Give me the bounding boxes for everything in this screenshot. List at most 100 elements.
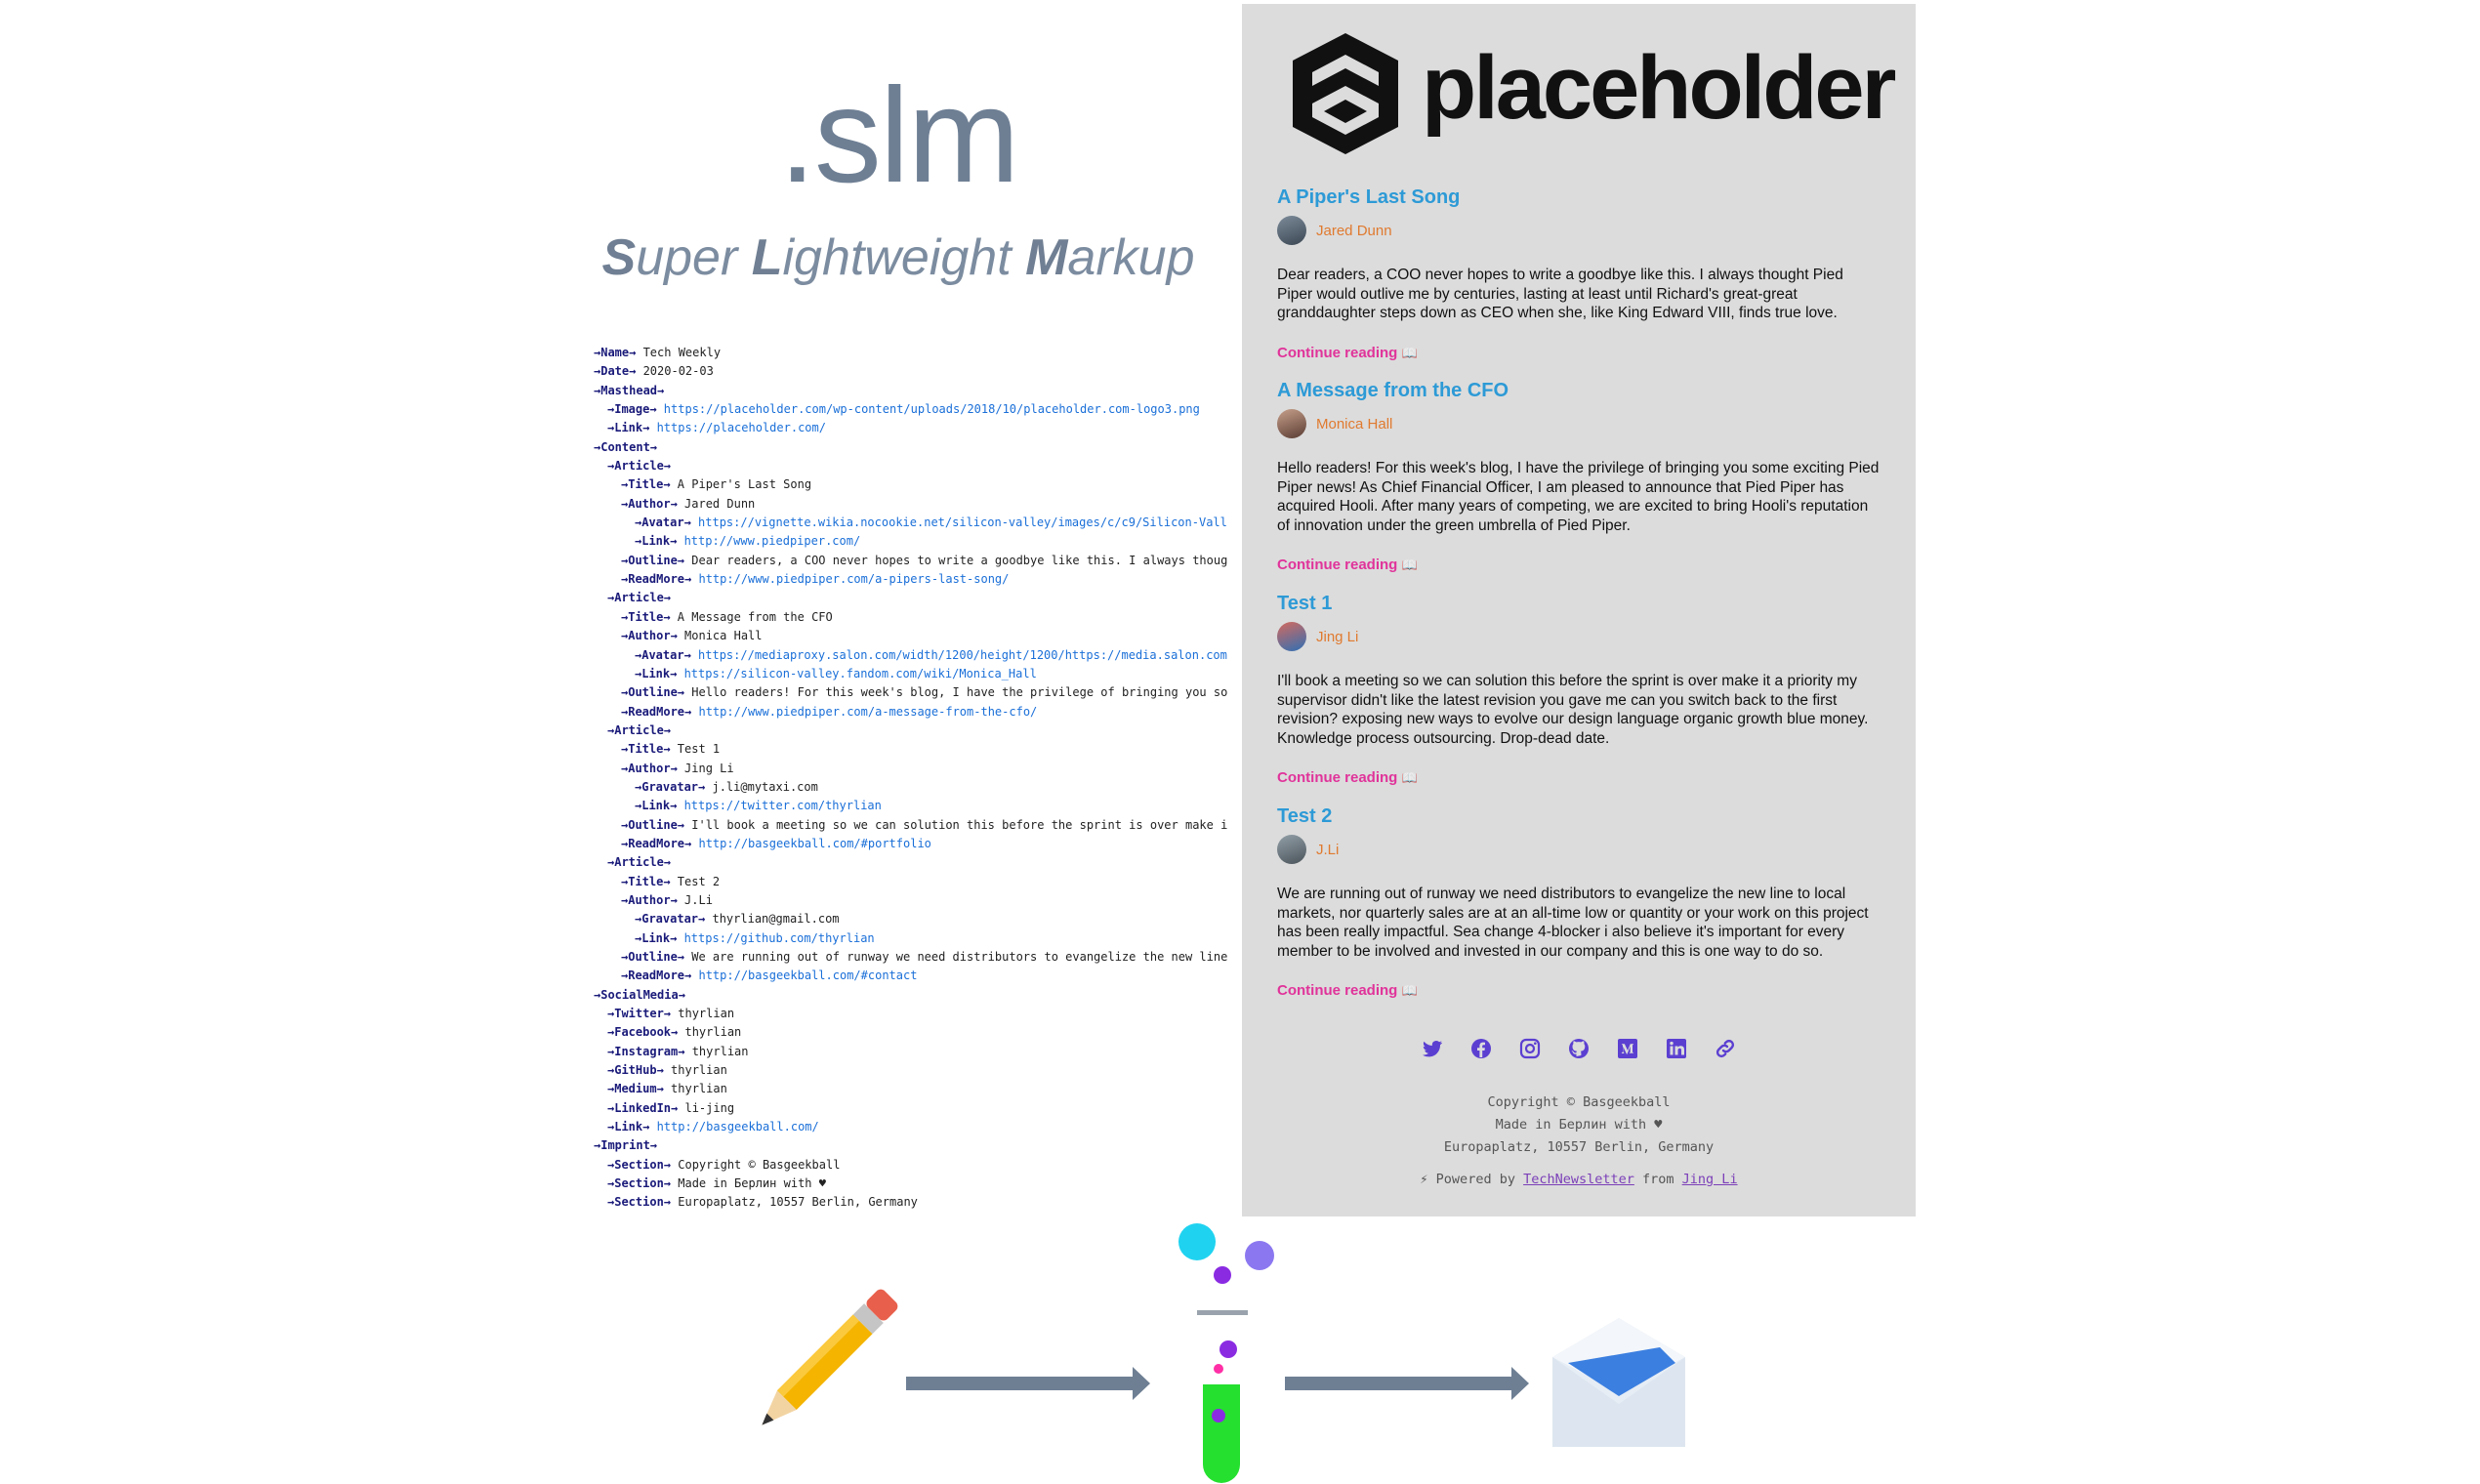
markup-source: →Name→ Tech Weekly→Date→ 2020-02-03 →Mast… bbox=[594, 344, 1227, 1222]
markup-url[interactable]: https://vignette.wikia.nocookie.net/sili… bbox=[698, 515, 1227, 530]
markup-value: 2020-02-03 bbox=[642, 364, 714, 379]
markup-tag: →ReadMore→ bbox=[621, 969, 699, 983]
author-link[interactable]: Jing Li bbox=[1681, 1172, 1738, 1187]
markup-line: →Link→ https://silicon-valley.fandom.com… bbox=[594, 665, 1209, 683]
technewsletter-link[interactable]: TechNewsletter bbox=[1523, 1172, 1634, 1187]
markup-tag: →Outline→ bbox=[621, 553, 692, 567]
markup-value: thyrlian bbox=[678, 1007, 735, 1021]
markup-tag: →Section→ bbox=[607, 1157, 679, 1172]
markup-line: →Link→ https://placeholder.com/ bbox=[594, 419, 1209, 437]
imprint-line: Copyright © Basgeekball bbox=[1487, 1094, 1671, 1110]
markup-value: Test 2 bbox=[677, 874, 721, 888]
markup-line: →Image→ https://placeholder.com/wp-conte… bbox=[594, 400, 1209, 419]
pencil-icon bbox=[762, 1289, 898, 1425]
markup-tag: →Author→ bbox=[621, 629, 685, 643]
markup-value: Test 1 bbox=[677, 742, 721, 757]
markup-line: →Avatar→ https://mediaproxy.salon.com/wi… bbox=[594, 646, 1227, 665]
markup-value: I'll book a meeting so we can solution t… bbox=[691, 817, 1228, 832]
avatar bbox=[1277, 622, 1306, 651]
markup-line: →GitHub→ thyrlian bbox=[594, 1061, 1209, 1080]
article-outline: I'll book a meeting so we can solution t… bbox=[1277, 673, 1869, 747]
medium-icon[interactable] bbox=[1616, 1037, 1639, 1060]
author-row: Jared Dunn bbox=[1277, 215, 1882, 246]
twitter-icon[interactable] bbox=[1421, 1037, 1444, 1060]
linkedin-icon[interactable] bbox=[1665, 1037, 1688, 1060]
pipeline-diagram bbox=[762, 1223, 1685, 1483]
powered-by: ⚡ Powered by TechNewsletter from Jing Li bbox=[1420, 1172, 1738, 1187]
markup-line: →Title→ A Message from the CFO bbox=[594, 608, 1209, 627]
author-row: Jing Li bbox=[1277, 621, 1882, 652]
article-title[interactable]: Test 1 bbox=[1277, 593, 1333, 614]
author-name[interactable]: J.Li bbox=[1316, 841, 1340, 858]
markup-url[interactable]: http://basgeekball.com/ bbox=[656, 1120, 819, 1134]
markup-tag: →Link→ bbox=[607, 421, 657, 435]
markup-tag: →Gravatar→ bbox=[635, 912, 713, 927]
markup-url[interactable]: http://basgeekball.com/#portfolio bbox=[698, 836, 931, 850]
markup-url[interactable]: https://placeholder.com/ bbox=[656, 421, 826, 435]
markup-line: →Section→ Copyright © Basgeekball bbox=[594, 1156, 1209, 1175]
markup-line: →Outline→ We are running out of runway w… bbox=[594, 948, 1227, 967]
markup-tag: →Title→ bbox=[621, 874, 678, 888]
markup-value: li-jing bbox=[684, 1100, 735, 1115]
markup-tag: →Medium→ bbox=[607, 1082, 672, 1096]
markup-url[interactable]: https://silicon-valley.fandom.com/wiki/M… bbox=[683, 666, 1037, 680]
markup-tag: →Outline→ bbox=[621, 950, 692, 964]
article-title[interactable]: A Message from the CFO bbox=[1277, 380, 1509, 401]
markup-value: thyrlian@gmail.com bbox=[712, 912, 840, 927]
book-icon: 📖 bbox=[1401, 557, 1418, 572]
markup-tag: →Section→ bbox=[607, 1195, 679, 1210]
markup-tag: →Title→ bbox=[621, 609, 678, 624]
facebook-icon[interactable] bbox=[1469, 1037, 1493, 1060]
markup-line: →Article→ bbox=[594, 589, 1209, 607]
markup-value: Hello readers! For this week's blog, I h… bbox=[691, 685, 1228, 700]
markup-value: thyrlian bbox=[684, 1025, 742, 1040]
markup-value: A Message from the CFO bbox=[677, 609, 833, 624]
markup-line: →Avatar→ https://vignette.wikia.nocookie… bbox=[594, 514, 1227, 532]
markup-url[interactable]: https://twitter.com/thyrlian bbox=[683, 799, 882, 813]
markup-url[interactable]: http://www.piedpiper.com/a-pipers-last-s… bbox=[698, 572, 1010, 587]
author-name[interactable]: Jing Li bbox=[1316, 628, 1359, 645]
markup-tag: →Outline→ bbox=[621, 685, 692, 700]
link-icon[interactable] bbox=[1714, 1037, 1737, 1060]
markup-tag: →Facebook→ bbox=[607, 1025, 685, 1040]
github-icon[interactable] bbox=[1567, 1037, 1591, 1060]
markup-line: →Article→ bbox=[594, 721, 1209, 740]
markup-line: →Link→ http://basgeekball.com/ bbox=[594, 1118, 1209, 1136]
markup-line: →Date→ 2020-02-03 bbox=[594, 362, 1209, 381]
markup-tag: →Masthead→ bbox=[594, 383, 665, 397]
article-card: A Message from the CFO Monica Hall Hello… bbox=[1277, 379, 1882, 573]
markup-value: Made in Берлин with ♥ bbox=[678, 1176, 826, 1191]
author-name[interactable]: Jared Dunn bbox=[1316, 222, 1392, 239]
markup-line: →Title→ Test 1 bbox=[594, 740, 1209, 759]
continue-reading-link[interactable]: Continue reading 📖 bbox=[1277, 769, 1418, 786]
markup-url[interactable]: http://www.piedpiper.com/ bbox=[683, 534, 861, 549]
article-title[interactable]: Test 2 bbox=[1277, 805, 1333, 827]
continue-reading-link[interactable]: Continue reading 📖 bbox=[1277, 556, 1418, 573]
markup-line: →Masthead→ bbox=[594, 382, 1209, 400]
markup-tag: →Image→ bbox=[607, 402, 664, 417]
avatar bbox=[1277, 409, 1306, 438]
markup-tag: →Avatar→ bbox=[635, 515, 699, 530]
markup-url[interactable]: http://www.piedpiper.com/a-message-from-… bbox=[698, 704, 1038, 719]
markup-tag: →ReadMore→ bbox=[621, 704, 699, 719]
masthead-logo[interactable]: placeholder bbox=[1277, 25, 1896, 162]
markup-value: Europaplatz, 10557 Berlin, Germany bbox=[678, 1195, 918, 1210]
markup-url[interactable]: http://basgeekball.com/#contact bbox=[698, 969, 918, 983]
article-title[interactable]: A Piper's Last Song bbox=[1277, 186, 1461, 208]
markup-value: Dear readers, a COO never hopes to write… bbox=[691, 553, 1228, 567]
markup-url[interactable]: https://github.com/thyrlian bbox=[683, 930, 875, 945]
markup-line: →Link→ https://twitter.com/thyrlian bbox=[594, 797, 1209, 815]
markup-value: j.li@mytaxi.com bbox=[712, 779, 818, 794]
author-name[interactable]: Monica Hall bbox=[1316, 415, 1393, 433]
continue-reading-link[interactable]: Continue reading 📖 bbox=[1277, 982, 1418, 999]
article-outline: We are running out of runway we need dis… bbox=[1277, 886, 1869, 960]
continue-reading-link[interactable]: Continue reading 📖 bbox=[1277, 344, 1418, 361]
instagram-icon[interactable] bbox=[1518, 1037, 1542, 1060]
markup-tag: →Imprint→ bbox=[594, 1138, 658, 1153]
markup-value: thyrlian bbox=[671, 1063, 727, 1078]
markup-line: →Name→ Tech Weekly bbox=[594, 344, 1209, 362]
newsletter-preview: placeholder A Piper's Last Song Jared Du… bbox=[1242, 4, 1916, 1216]
markup-url[interactable]: https://placeholder.com/wp-content/uploa… bbox=[663, 402, 1200, 417]
markup-value: Tech Weekly bbox=[642, 346, 722, 359]
markup-url[interactable]: https://mediaproxy.salon.com/width/1200/… bbox=[698, 647, 1227, 662]
